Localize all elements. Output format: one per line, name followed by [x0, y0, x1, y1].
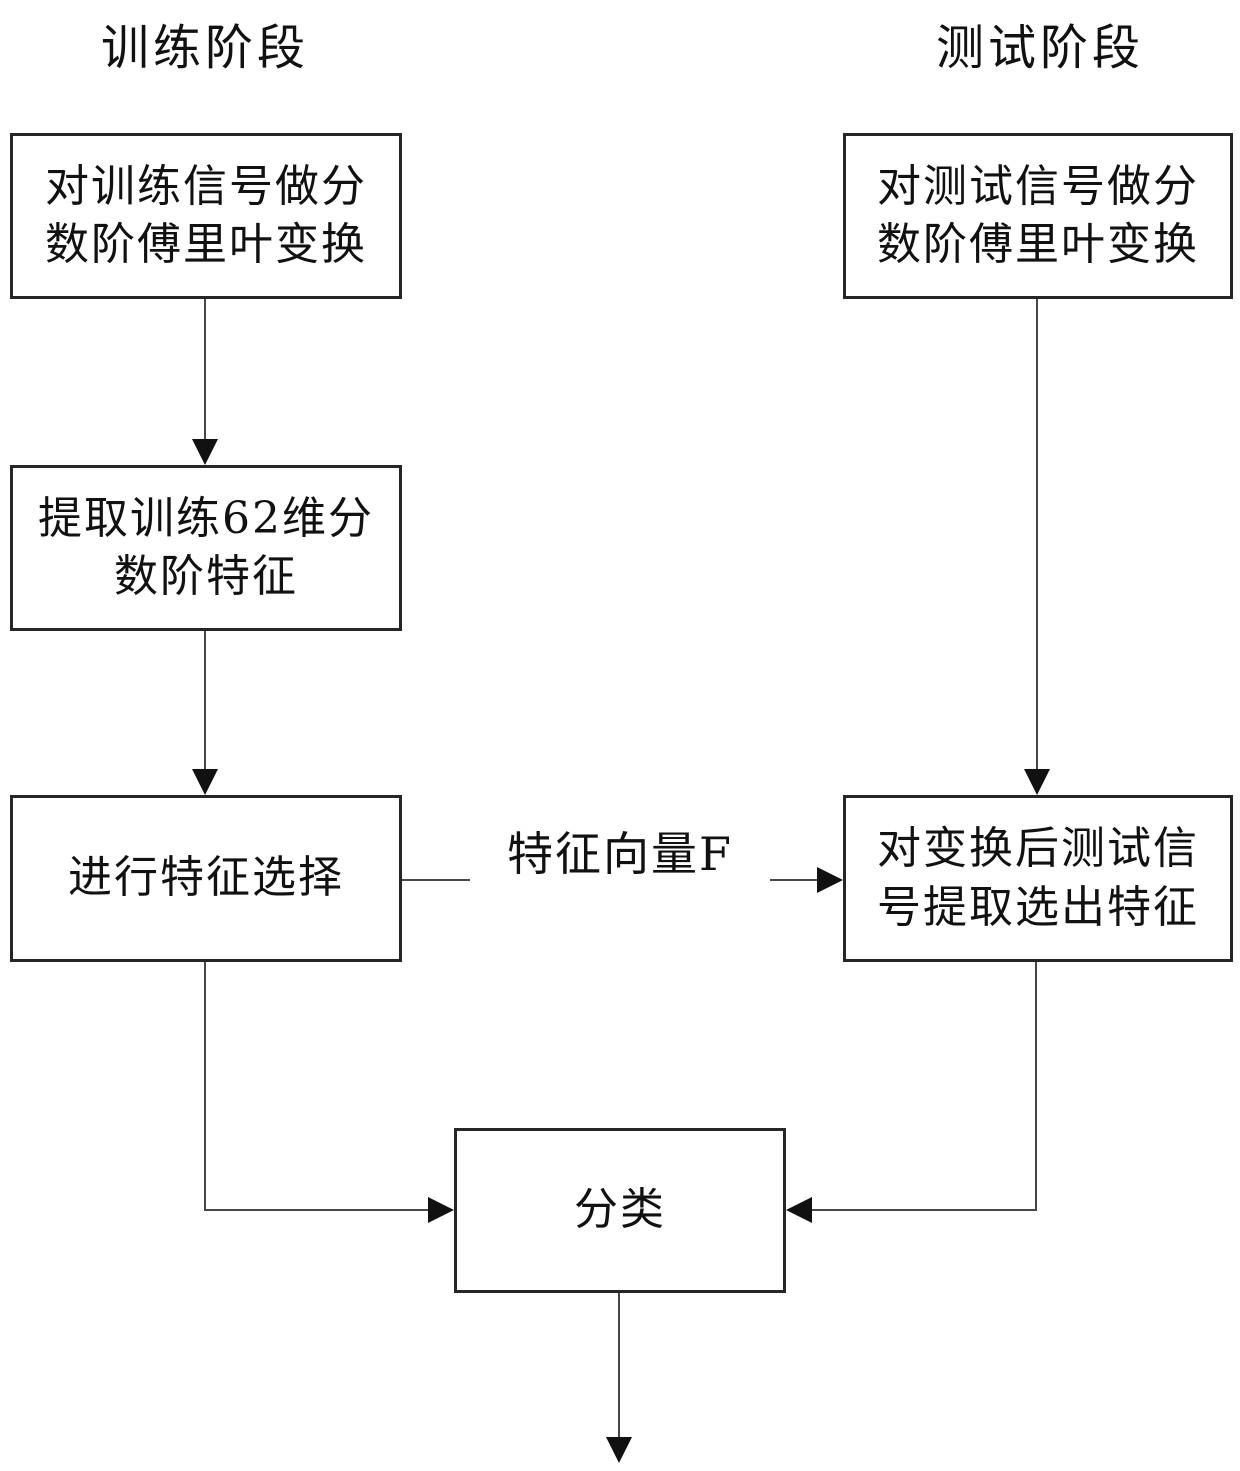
node-test-fractional-fourier-transform: 对测试信号做分 数阶傅里叶变换: [843, 133, 1233, 299]
node-classification-line1: 分类: [574, 1184, 666, 1236]
node-extract-selected-features: 对变换后测试信 号提取选出特征: [843, 795, 1233, 962]
arrowhead-extract-selected-to-classification-icon: [786, 1197, 812, 1223]
arrowhead-classification-output-icon: [606, 1437, 632, 1463]
node-test-fractional-fourier-transform-line1: 对测试信号做分: [877, 160, 1199, 212]
node-train-fractional-fourier-transform-line1: 对训练信号做分: [45, 160, 367, 212]
connector-extract-selected-to-classification-hline: [810, 1209, 1037, 1211]
node-feature-selection-line1: 进行特征选择: [68, 852, 344, 904]
node-extract-62d-features-line2: 数阶特征: [114, 551, 298, 602]
node-classification: 分类: [454, 1128, 786, 1293]
arrowhead-feature-vector-icon: [817, 867, 843, 893]
node-extract-62d-features-line1: 提取训练62维分: [38, 492, 374, 544]
node-train-fractional-fourier-transform-line2: 数阶傅里叶变换: [45, 219, 367, 270]
node-extract-selected-features-line2: 号提取选出特征: [877, 881, 1199, 933]
testing-phase-title: 测试阶段: [935, 20, 1144, 76]
feature-vector-edge-label: 特征向量F: [470, 818, 770, 884]
connector-train-to-extract-line: [204, 299, 206, 441]
arrowhead-test-to-extract-selected-icon: [1024, 769, 1050, 795]
connector-classification-output-line: [618, 1293, 620, 1439]
connector-selection-to-classification-vline: [204, 962, 206, 1211]
arrowhead-selection-to-classification-icon: [428, 1197, 454, 1223]
node-train-fractional-fourier-transform: 对训练信号做分 数阶傅里叶变换: [10, 133, 402, 299]
training-phase-title: 训练阶段: [100, 20, 309, 76]
node-feature-selection: 进行特征选择: [10, 795, 402, 962]
arrowhead-extract-to-selection-icon: [192, 769, 218, 795]
connector-test-to-extract-selected-line: [1036, 299, 1038, 771]
connector-selection-to-classification-hline: [204, 1209, 432, 1211]
connector-extract-selected-to-classification-vline: [1035, 962, 1037, 1211]
node-extract-62d-features: 提取训练62维分 数阶特征: [10, 465, 402, 631]
node-extract-selected-features-line1: 对变换后测试信: [877, 823, 1199, 875]
connector-extract-to-selection-line: [204, 631, 206, 771]
arrowhead-train-to-extract-icon: [192, 439, 218, 465]
node-test-fractional-fourier-transform-line2: 数阶傅里叶变换: [877, 219, 1199, 270]
